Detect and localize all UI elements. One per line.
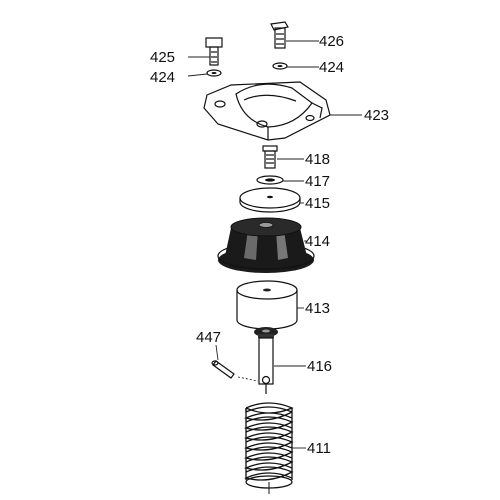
stud-418: [262, 145, 278, 169]
label-414: 414: [305, 233, 330, 250]
bolt-425: [205, 37, 223, 66]
pin-447: [211, 360, 259, 382]
label-411: 411: [307, 440, 331, 457]
bolt-426: [270, 21, 289, 49]
spring-411: [244, 402, 294, 494]
label-417: 417: [305, 173, 330, 190]
label-424-left: 424: [150, 69, 175, 86]
label-424-right: 424: [319, 59, 344, 76]
label-415: 415: [305, 195, 330, 212]
disc-plate-415: [239, 187, 301, 213]
washer-424-left: [206, 69, 222, 77]
label-425: 425: [150, 49, 175, 66]
label-413: 413: [305, 300, 330, 317]
part-labels: 426 425 424 424 423 418 417 415 414 413 …: [150, 33, 389, 457]
washer-417: [256, 175, 284, 185]
label-416: 416: [307, 358, 332, 375]
label-423: 423: [364, 107, 389, 124]
block-413: [236, 280, 298, 330]
label-418: 418: [305, 151, 330, 168]
rubber-mount-414: [217, 217, 315, 273]
label-426: 426: [319, 33, 344, 50]
leader-lines: [187, 40, 362, 449]
label-447: 447: [196, 329, 221, 346]
washer-424-right: [272, 62, 288, 70]
housing-423: [203, 81, 331, 141]
shaft-416: [254, 327, 278, 394]
